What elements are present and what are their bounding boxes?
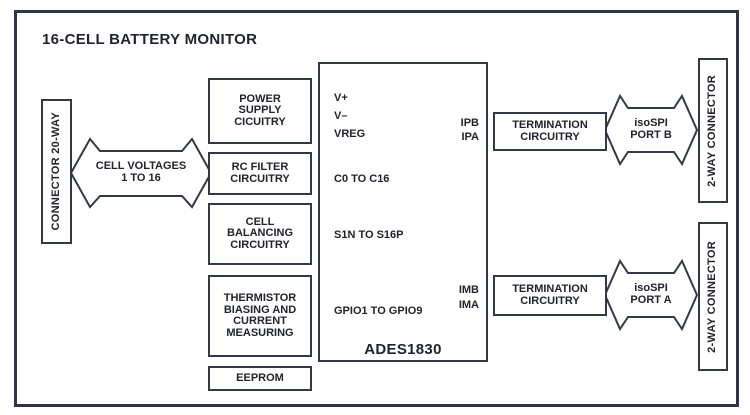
two-way-connector-b-label: 2-WAY CONNECTOR	[706, 74, 719, 187]
isospi-port-a-arrow	[603, 258, 699, 332]
chip-cell-pins: C0 TO C16	[334, 173, 390, 185]
chip-isospi-a-pins: IMB IMA	[458, 284, 479, 311]
thermistor-box: THERMISTOR BIASING AND CURRENT MEASURING	[208, 275, 312, 357]
two-way-connector-a-box: 2-WAY CONNECTOR	[698, 222, 728, 371]
isospi-port-b-label: isoSPI PORT B	[630, 117, 672, 141]
power-supply-box: POWER SUPPLY CICUITRY	[208, 78, 312, 144]
chip-balance-pins: S1N TO S16P	[334, 229, 404, 241]
termination-circuitry-b-box: TERMINATION CIRCUITRY	[493, 112, 607, 151]
eeprom-box: EEPROM	[208, 366, 312, 391]
battery-monitor-chip: V+ V– VREG IPB IPA C0 TO C16 S1N TO S16P…	[318, 62, 488, 362]
connector-20way-box: CONNECTOR 20-WAY	[41, 99, 72, 244]
termination-circuitry-a-box: TERMINATION CIRCUITRY	[493, 275, 607, 316]
chip-supply-pins: V+ V– VREG	[334, 92, 366, 140]
rc-filter-box: RC FILTER CIRCUITRY	[208, 152, 312, 195]
chip-isospi-b-pins: IPB IPA	[460, 117, 479, 143]
chip-gpio-pins: GPIO1 TO GPIO9	[334, 305, 423, 317]
isospi-port-a-label: isoSPI PORT A	[630, 282, 672, 306]
cell-balancing-box: CELL BALANCING CIRCUITRY	[208, 203, 312, 265]
two-way-connector-b-box: 2-WAY CONNECTOR	[698, 58, 728, 203]
isospi-port-b-arrow	[603, 93, 699, 167]
two-way-connector-a-label: 2-WAY CONNECTOR	[706, 240, 719, 353]
diagram-title: 16-CELL BATTERY MONITOR	[42, 31, 258, 48]
connector-20way-label: CONNECTOR 20-WAY	[49, 112, 62, 231]
cell-voltages-arrow-label: CELL VOLTAGES 1 TO 16	[95, 160, 187, 184]
chip-part-number: ADES1830	[364, 341, 442, 358]
